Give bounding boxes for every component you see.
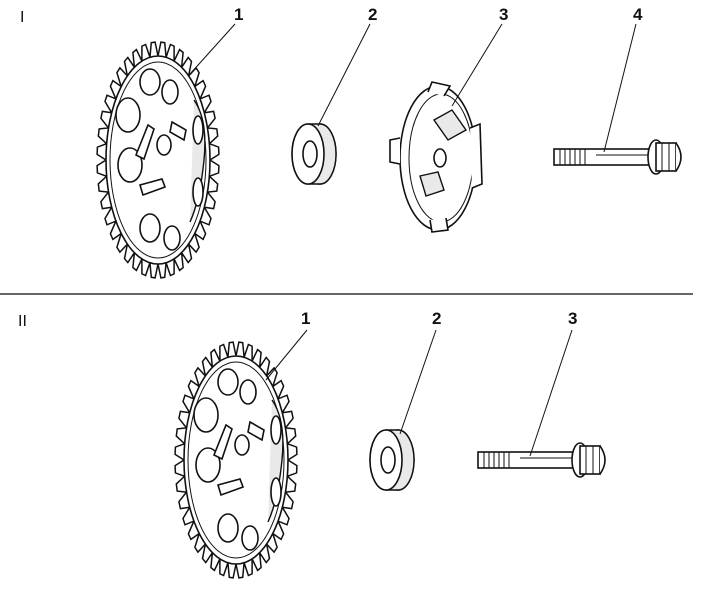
callout-1: 1 [301,309,310,328]
bolt-part [553,139,682,175]
washer-part [369,429,415,491]
callout-2: 2 [432,309,441,328]
callout-2: 2 [368,5,377,24]
callout-3: 3 [499,5,508,24]
sprocket-part [174,341,298,579]
panel-I: I 1 2 3 4 [20,5,682,279]
panel-I-label: I [20,9,24,26]
panel-II: II 1 2 3 [18,309,606,579]
sprocket-part [96,41,220,279]
washer-part [291,123,337,185]
callout-3: 3 [568,309,577,328]
callout-4: 4 [633,5,643,24]
bolt-part [477,442,606,478]
reluctor-wheel-part [389,81,483,233]
panel-II-label: II [18,313,27,330]
callout-1: 1 [234,5,243,24]
